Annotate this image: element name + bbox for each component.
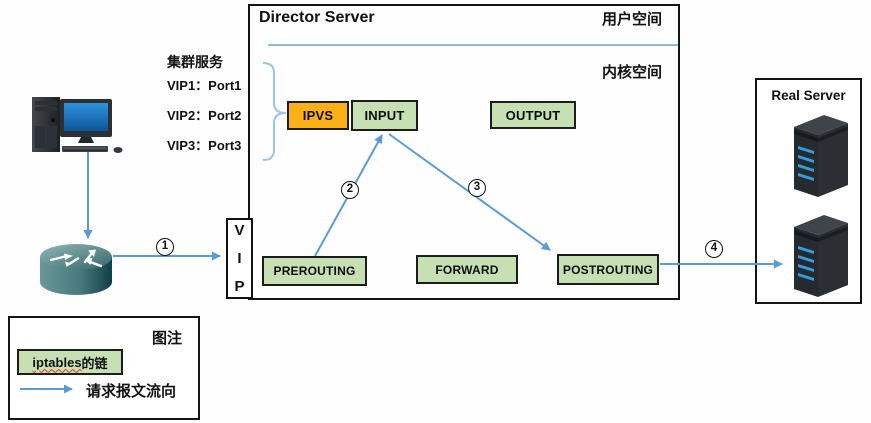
prerouting-chain-box: PREROUTING [262,256,367,286]
cluster-service-block: 集群服务 VIP1：Port1 VIP2：Port2 VIP3：Port3 [167,54,241,154]
cluster-vip1: VIP1：Port1 [167,78,242,93]
vip-box: V I P [226,218,253,299]
server-led-stripes [798,246,814,281]
legend-chain-word: iptables [32,354,82,370]
router-icon [40,244,112,295]
user-space-label: 用户空间 [602,11,663,28]
flow-step-3: 3 [468,179,486,197]
vip-letter-p: P [234,278,245,295]
pc-keyboard [62,146,108,152]
vip-letter-i: I [237,250,242,267]
flow-step-4: 4 [705,240,723,258]
cluster-vip3: VIP3：Port3 [167,138,242,153]
user-kernel-divider-line [268,44,678,46]
vip-letter-v: V [234,222,245,239]
real-server-title: Real Server [771,88,846,103]
ipvs-box: IPVS [287,101,349,130]
output-chain-box: OUTPUT [490,101,576,129]
server-led-stripes [798,146,814,181]
real-server-icon-2 [794,215,848,297]
real-server-box: Real Server [755,78,862,304]
flow-step-1: 1 [156,238,174,256]
legend-flow-label: 请求报文流向 [86,383,177,400]
flow-step-2: 2 [341,181,359,199]
forward-chain-box: FORWARD [416,255,518,284]
input-chain-box: INPUT [351,100,418,131]
postrouting-chain-box: POSTROUTING [557,254,659,285]
director-server-title: Director Server [259,9,375,26]
kernel-space-label: 内核空间 [602,64,663,81]
real-server-icon-1 [794,115,848,197]
router-arrows [49,249,103,268]
director-server-box [248,4,680,300]
pc-mouse [113,147,123,153]
cluster-vip2: VIP2：Port2 [167,108,242,123]
client-computer-icon [32,97,123,153]
cluster-service-title: 集群服务 [167,54,223,70]
legend-chain-suffix: 的链 [81,355,108,371]
legend-title: 图注 [151,330,182,347]
